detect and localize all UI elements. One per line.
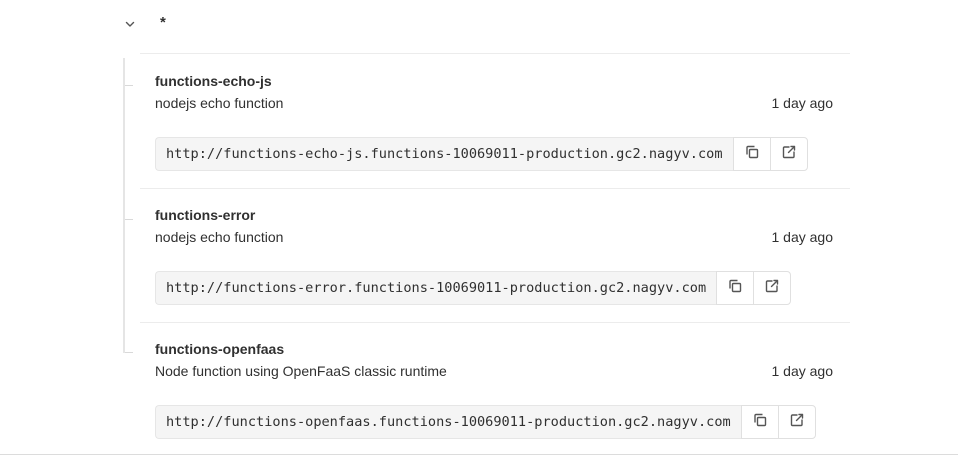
function-url-field[interactable]: http://functions-echo-js.functions-10069… [155,137,733,171]
copy-icon [744,144,760,165]
chevron-down-icon[interactable] [122,16,138,32]
function-url-field[interactable]: http://functions-error.functions-1006901… [155,271,717,305]
tree-connector-tick [125,352,133,353]
copy-url-button[interactable] [740,405,778,439]
external-link-icon [789,412,805,433]
function-url-field[interactable]: http://functions-openfaas.functions-1006… [155,405,741,439]
function-created-time: 1 day ago [771,229,834,245]
function-description: nodejs echo function [155,229,284,245]
tree-connector-line [123,58,125,353]
external-link-icon [781,144,797,165]
function-description: Node function using OpenFaaS classic run… [155,363,447,379]
open-url-button[interactable] [777,405,816,439]
open-url-button[interactable] [753,271,792,305]
function-url-group: http://functions-echo-js.functions-10069… [155,137,808,171]
function-created-time: 1 day ago [771,95,834,111]
divider [140,53,850,54]
function-name[interactable]: functions-echo-js [155,73,272,89]
function-row: functions-openfaas Node function using O… [140,322,850,456]
function-created-time: 1 day ago [771,363,834,379]
external-link-icon [764,278,780,299]
open-url-button[interactable] [769,137,808,171]
divider [0,454,958,455]
environment-group-header[interactable]: * [120,10,850,40]
function-url-group: http://functions-error.functions-1006901… [155,271,792,305]
function-name[interactable]: functions-openfaas [155,341,285,357]
copy-icon [752,412,768,433]
copy-url-button[interactable] [732,137,770,171]
function-name[interactable]: functions-error [155,207,256,223]
tree-connector-tick [125,219,133,220]
tree-connector-tick [125,85,133,86]
function-url-group: http://functions-openfaas.functions-1006… [155,405,816,439]
function-row: functions-echo-js nodejs echo function 1… [140,54,850,189]
function-description: nodejs echo function [155,95,284,111]
function-row: functions-error nodejs echo function 1 d… [140,188,850,323]
copy-url-button[interactable] [716,271,754,305]
copy-icon [727,278,743,299]
environment-group-name: * [160,14,166,31]
